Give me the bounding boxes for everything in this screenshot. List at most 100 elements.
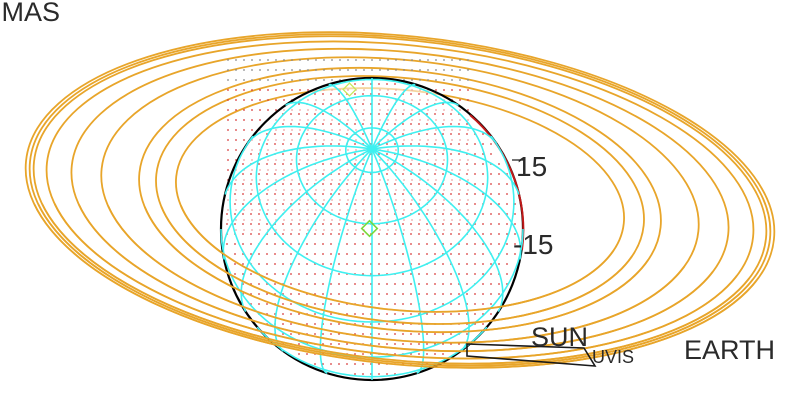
disk-dot <box>442 273 444 275</box>
disk-dot <box>450 113 452 115</box>
disk-dot <box>266 253 268 255</box>
dot <box>435 69 437 71</box>
disk-dot <box>442 113 444 115</box>
uvis-label: UVIS <box>592 347 634 367</box>
disk-dot <box>338 193 340 195</box>
disk-dot <box>442 233 444 235</box>
disk-dot <box>362 263 364 265</box>
disk-dot <box>386 173 388 175</box>
disk-dot <box>426 293 428 295</box>
dot <box>467 69 469 71</box>
disk-dot <box>250 153 252 155</box>
disk-dot <box>306 213 308 215</box>
sun-label: SUN <box>531 322 588 352</box>
disk-dot <box>434 333 436 335</box>
sub-spacecraft-marker <box>360 219 379 238</box>
disk-dot <box>346 123 348 125</box>
disk-dot <box>386 113 388 115</box>
disk-dot <box>458 313 460 315</box>
disk-dot <box>282 273 284 275</box>
dot <box>227 79 229 81</box>
disk-dot <box>306 353 308 355</box>
disk-dot <box>234 193 236 195</box>
disk-dot <box>242 233 244 235</box>
disk-dot <box>458 183 460 185</box>
disk-dot <box>466 263 468 265</box>
disk-dot <box>290 323 292 325</box>
dot <box>251 129 253 131</box>
disk-dot <box>402 313 404 315</box>
dot <box>259 109 261 111</box>
disk-dot <box>410 333 412 335</box>
disk-dot <box>410 293 412 295</box>
disk-dot <box>362 303 364 305</box>
disk-dot <box>458 213 460 215</box>
disk-dot <box>514 213 516 215</box>
disk-dot <box>402 163 404 165</box>
disk-dot <box>394 183 396 185</box>
longitude-line <box>222 148 373 260</box>
disk-dot <box>514 243 516 245</box>
disk-dot <box>418 353 420 355</box>
disk-dot <box>498 203 500 205</box>
disk-dot <box>322 243 324 245</box>
disk-dot <box>234 223 236 225</box>
disk-dot <box>362 183 364 185</box>
disk-dot <box>314 313 316 315</box>
disk-dot <box>322 133 324 135</box>
disk-dot <box>306 153 308 155</box>
disk-dot <box>322 203 324 205</box>
dot <box>347 69 349 71</box>
disk-dot <box>314 193 316 195</box>
dot <box>283 69 285 71</box>
dot <box>339 59 341 61</box>
disk-dot <box>466 133 468 135</box>
dot <box>283 89 285 91</box>
disk-dot <box>418 213 420 215</box>
disk-dot <box>338 283 340 285</box>
disk-dot <box>338 253 340 255</box>
disk-dot <box>410 123 412 125</box>
disk-dot <box>362 193 364 195</box>
disk-dot <box>330 303 332 305</box>
uvis-fov-box <box>466 343 597 367</box>
disk-dot <box>282 243 284 245</box>
disk-dot <box>250 233 252 235</box>
disk-dot <box>258 223 260 225</box>
dot <box>227 139 229 141</box>
disk-dot <box>482 143 484 145</box>
disk-dot <box>386 333 388 335</box>
dot <box>419 59 421 61</box>
disk-dot <box>490 263 492 265</box>
disk-dot <box>250 203 252 205</box>
disk-dot <box>402 243 404 245</box>
disk-dot <box>410 203 412 205</box>
disk-dot <box>402 343 404 345</box>
dot <box>227 89 229 91</box>
disk-dot <box>330 283 332 285</box>
dot <box>227 159 229 161</box>
disk-dot <box>442 353 444 355</box>
disk-dot <box>466 213 468 215</box>
disk-dot <box>490 223 492 225</box>
disk-dot <box>362 313 364 315</box>
disk-dot <box>274 253 276 255</box>
disk-dot <box>298 153 300 155</box>
disk-dot <box>490 193 492 195</box>
disk-dot <box>346 173 348 175</box>
disk-dot <box>306 253 308 255</box>
disk-dot <box>298 233 300 235</box>
disk-dot <box>474 273 476 275</box>
disk-dot <box>490 153 492 155</box>
dot <box>275 79 277 81</box>
disk-dot <box>346 223 348 225</box>
disk-dot <box>314 213 316 215</box>
disk-dot <box>466 333 468 335</box>
disk-dot <box>386 323 388 325</box>
disk-dot <box>330 323 332 325</box>
disk-dot <box>258 163 260 165</box>
dot <box>435 59 437 61</box>
disk-dot <box>362 253 364 255</box>
lat-label-upper: 15 <box>516 151 547 182</box>
